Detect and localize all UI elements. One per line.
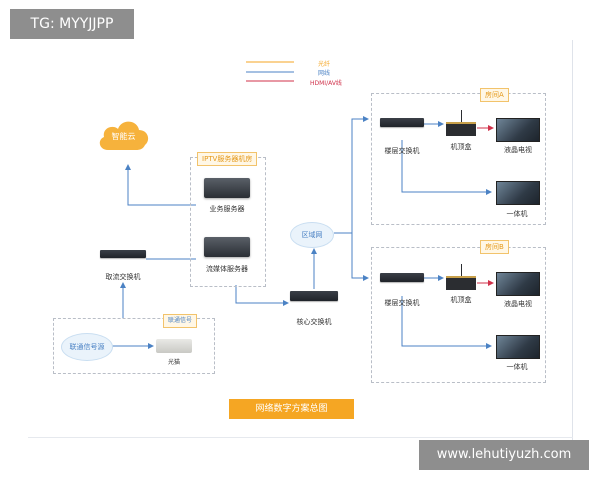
diagram-title: 网络数字方案总图 (229, 399, 354, 419)
optical-modem-icon (156, 339, 192, 353)
room-a-tag: 房间A (480, 88, 509, 102)
link-iptv-cloud (125, 164, 196, 206)
page-divider-bottom (28, 437, 573, 438)
core-switch-label: 核心交换机 (296, 318, 332, 326)
link-a-switch-aio (401, 140, 492, 195)
cloud-label: 智能云 (111, 132, 136, 141)
room-a-set-top-box-icon (446, 122, 476, 136)
watermark-top-left: TG: MYYJJPP (10, 9, 134, 39)
room-b-all-in-one-icon (496, 335, 540, 359)
lan-cloud-bubble: 区域网 (290, 222, 334, 248)
legend-fiber-label: 光纤 (318, 61, 331, 68)
page-divider-right (572, 40, 573, 440)
room-b-box (371, 247, 546, 383)
room-a-antenna-icon (461, 110, 462, 122)
room-b-lcd-tv-icon (496, 272, 540, 296)
room-a-box (371, 93, 546, 225)
iptv-group-tag: IPTV服务器机房 (197, 152, 258, 166)
signal-group (53, 318, 215, 374)
core-switch-icon (290, 291, 338, 301)
business-server-icon (204, 178, 250, 198)
link-iptv-core (235, 285, 289, 306)
legend-network-label: 网线 (318, 70, 331, 77)
link-lan-room-a (334, 116, 369, 234)
room-b-lcd-tv-label: 液晶电视 (504, 300, 532, 308)
room-a-floor-switch-label: 楼层交换机 (384, 147, 420, 155)
link-b-switch-aio (401, 296, 492, 349)
optical-modem-label: 光猫 (167, 359, 180, 366)
watermark-bottom-right: www.lehutiyuzh.com (419, 440, 589, 470)
room-b-antenna-icon (461, 264, 462, 276)
room-b-set-top-box-label: 机顶盒 (450, 296, 472, 304)
room-a-lcd-tv-icon (496, 118, 540, 142)
link-lan-room-b (334, 232, 369, 281)
signal-group-tag: 联通信号 (163, 314, 198, 328)
access-switch-label: 取流交换机 (105, 273, 141, 281)
room-a-all-in-one-icon (496, 181, 540, 205)
cloud-icon: 智能云 (96, 116, 151, 152)
room-a-floor-switch-icon (380, 118, 424, 127)
room-b-tag: 房间B (480, 240, 509, 254)
room-b-floor-switch-icon (380, 273, 424, 282)
room-a-set-top-box-label: 机顶盒 (450, 143, 472, 151)
media-server-icon (204, 237, 250, 257)
access-switch-icon (100, 250, 146, 258)
business-server-label: 业务服务器 (209, 205, 245, 213)
room-a-all-in-one-label: 一体机 (506, 210, 528, 218)
legend-hdmi-label: HDMI/AV线 (310, 80, 342, 87)
room-b-floor-switch-label: 楼层交换机 (384, 299, 420, 307)
room-b-all-in-one-label: 一体机 (506, 363, 528, 371)
signal-source-bubble: 联通信号源 (61, 333, 113, 361)
room-a-lcd-tv-label: 液晶电视 (504, 146, 532, 154)
media-server-label: 流媒体服务器 (206, 265, 248, 273)
room-b-set-top-box-icon (446, 276, 476, 290)
